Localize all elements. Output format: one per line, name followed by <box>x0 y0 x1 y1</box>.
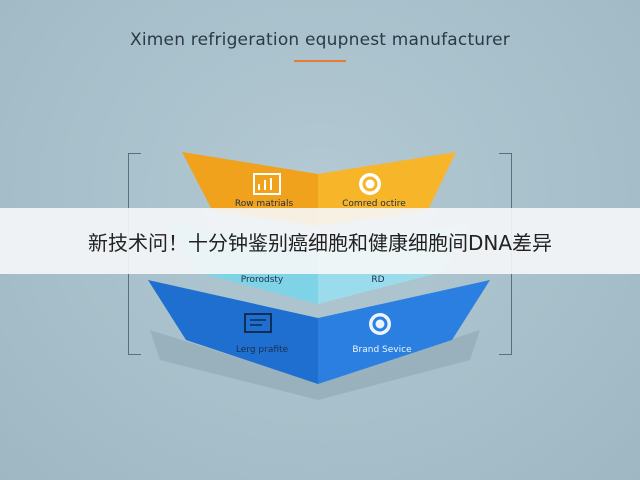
tier-top-left-face <box>182 152 318 226</box>
tier-top-right-face <box>318 152 456 226</box>
diagram-shadow <box>150 330 480 400</box>
document-icon <box>244 313 272 333</box>
banner-text: 新技术问！十分钟鉴别癌细胞和健康细胞间DNA差异 <box>87 230 553 255</box>
tier-top-right-label: Comred octire <box>342 199 406 209</box>
title-underline <box>294 60 346 62</box>
tier-top: Row matrials Comred octire <box>182 152 456 226</box>
overlay-banner: 新技术问！十分钟鉴别癌细胞和健康细胞间DNA差异 <box>0 208 640 274</box>
c-logo-icon <box>359 173 381 195</box>
c-logo-icon <box>369 313 391 335</box>
tier-middle-left-label: Prorodsty <box>241 275 284 285</box>
tier-bottom-left-face <box>148 280 318 384</box>
tier-top-left-label: Row matrials <box>235 199 294 209</box>
chart-icon <box>253 173 281 195</box>
tier-bottom-left-label: Lerg prafite <box>236 345 289 355</box>
tier-bottom-right-face <box>318 280 490 384</box>
page-title: Ximen refrigeration equpnest manufacture… <box>130 30 510 50</box>
tier-middle-right-label: RD <box>371 275 384 285</box>
tier-bottom-right-label: Brand Sevice <box>352 345 412 355</box>
tier-bottom: Lerg prafite Brand Sevice <box>148 280 490 384</box>
